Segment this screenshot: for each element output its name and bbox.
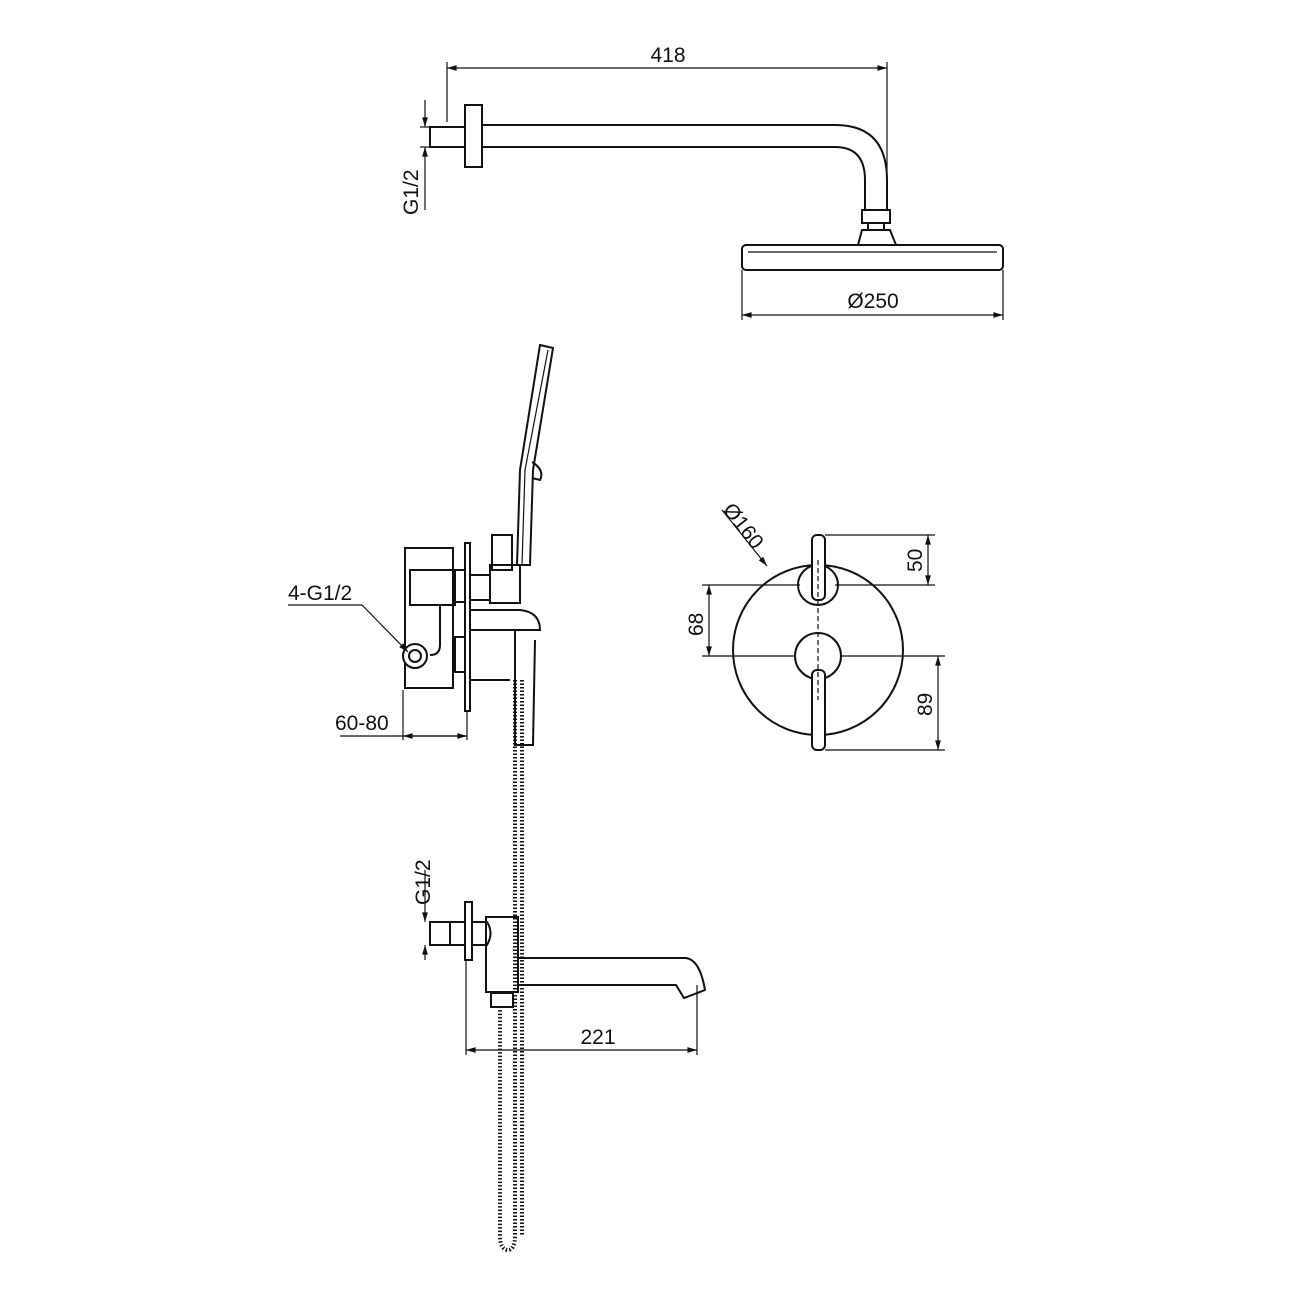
wall-plate xyxy=(464,542,471,712)
hand-shower xyxy=(515,343,555,566)
mixer-front-view: 50 68 89 Ø160 xyxy=(685,499,945,751)
shower-hose xyxy=(498,680,517,1253)
shower-head xyxy=(741,244,1004,271)
inlet-connector xyxy=(402,643,428,669)
shower-arm xyxy=(482,124,888,210)
knob-spacing-label: 68 xyxy=(685,613,708,636)
wall-flange xyxy=(464,104,483,168)
spout-inlet-label: G1/2 xyxy=(412,859,435,905)
lower-offset-label: 89 xyxy=(914,693,937,716)
arm-length-label: 418 xyxy=(650,44,685,67)
valve-body xyxy=(404,547,454,689)
spout-length-label: 221 xyxy=(580,1026,615,1049)
mixer-inlets-label: 4-G1/2 xyxy=(288,582,352,605)
mixer-side-view: 4-G1/2 60-80 xyxy=(288,343,555,1253)
wall-depth-label: 60-80 xyxy=(335,712,389,735)
overhead-shower: 418 Ø250 G1/2 xyxy=(400,44,1004,320)
top-inlet-label: G1/2 xyxy=(400,169,423,215)
wall-stub xyxy=(429,126,466,148)
upper-offset-label: 50 xyxy=(904,549,927,572)
bath-spout: G1/2 221 xyxy=(412,859,707,1055)
spout-flange xyxy=(464,901,473,961)
arm-nut xyxy=(861,209,891,224)
plate-diameter-label: Ø160 xyxy=(718,499,768,554)
head-diameter-label: Ø250 xyxy=(847,290,898,313)
spout-pipe xyxy=(518,957,707,1000)
